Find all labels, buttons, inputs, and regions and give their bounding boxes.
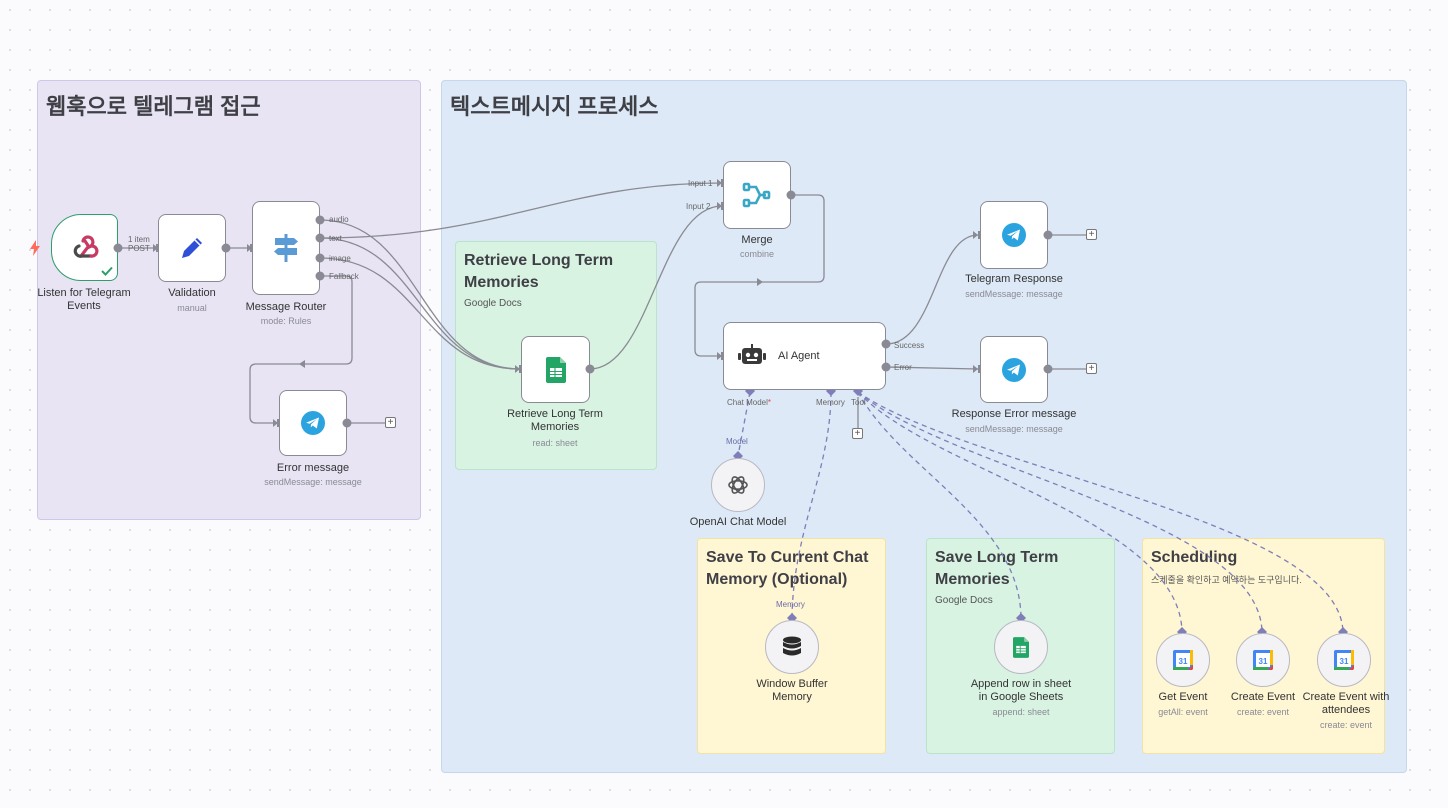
error-message-sub: sendMessage: message bbox=[264, 477, 362, 487]
telegram-response-label: Telegram Response bbox=[965, 273, 1063, 285]
sticky-title: Save Long Term Memories bbox=[935, 549, 1059, 588]
sticky-subtitle: Google Docs bbox=[935, 595, 993, 606]
webhook-icon bbox=[73, 234, 98, 258]
calendar-day: 31 bbox=[1340, 657, 1349, 666]
window-buffer-memory-label: Window Buffer Memory bbox=[756, 678, 828, 703]
google-sheets-icon bbox=[1013, 636, 1029, 658]
create-event-attendees-label: Create Event with attendees bbox=[1302, 691, 1390, 716]
openai-chat-model-label: OpenAI Chat Model bbox=[689, 516, 787, 528]
sticky-save-long-term[interactable]: Save Long Term Memories Google Docs bbox=[926, 538, 1115, 754]
signpost-icon bbox=[274, 234, 298, 262]
validation-node-sub: manual bbox=[177, 303, 207, 313]
validation-node-label: Validation bbox=[168, 287, 216, 299]
required-marker: * bbox=[767, 398, 772, 407]
telegram-icon bbox=[1002, 357, 1026, 382]
merge-input-1: Input 1 bbox=[688, 179, 713, 188]
router-output-fallback: Fallback bbox=[329, 272, 359, 281]
ai-agent-output-error: Error bbox=[894, 363, 912, 372]
get-event-label: Get Event bbox=[1158, 691, 1208, 703]
window-buffer-memory-node[interactable] bbox=[765, 620, 819, 674]
add-tool-button[interactable]: + bbox=[852, 428, 863, 439]
add-node-button[interactable]: + bbox=[1086, 229, 1097, 240]
trigger-bolt-icon bbox=[30, 240, 40, 256]
response-error-node[interactable] bbox=[980, 336, 1048, 403]
merge-sub: combine bbox=[739, 249, 775, 259]
openai-port-model: Model bbox=[726, 437, 748, 446]
message-router-label: Message Router bbox=[245, 301, 327, 313]
calendar-day: 31 bbox=[1259, 657, 1268, 666]
success-check-icon bbox=[101, 266, 113, 276]
get-event-sub: getAll: event bbox=[1158, 707, 1208, 717]
create-event-node[interactable]: 31 bbox=[1236, 633, 1290, 687]
get-event-node[interactable]: 31 bbox=[1156, 633, 1210, 687]
telegram-icon bbox=[301, 411, 325, 435]
telegram-response-node[interactable] bbox=[980, 201, 1048, 269]
sticky-title: 텍스트메시지 프로세스 bbox=[450, 94, 659, 119]
sticky-subtitle: Google Docs bbox=[464, 298, 522, 309]
ai-agent-node[interactable]: AI Agent bbox=[723, 322, 886, 390]
google-calendar-icon: 31 bbox=[1173, 650, 1193, 670]
retrieve-memories-sub: read: sheet bbox=[532, 438, 578, 448]
merge-input-2: Input 2 bbox=[686, 202, 711, 211]
merge-label: Merge bbox=[741, 234, 773, 246]
ai-agent-port-chat-model: Chat Model* bbox=[727, 398, 771, 407]
ai-agent-port-memory: Memory bbox=[816, 398, 845, 407]
sticky-title: Save To Current Chat Memory (Optional) bbox=[706, 549, 869, 588]
google-sheets-icon bbox=[545, 356, 566, 383]
error-message-label: Error message bbox=[276, 462, 350, 474]
chat-model-port-label: Chat Model bbox=[727, 398, 768, 407]
telegram-response-sub: sendMessage: message bbox=[965, 289, 1063, 299]
openai-chat-model-node[interactable] bbox=[711, 458, 765, 512]
ai-agent-port-tool: Tool bbox=[851, 398, 866, 407]
router-output-image: image bbox=[329, 254, 351, 263]
database-icon bbox=[783, 636, 801, 656]
google-calendar-icon: 31 bbox=[1253, 650, 1273, 670]
validation-node[interactable] bbox=[158, 214, 226, 282]
create-event-label: Create Event bbox=[1230, 691, 1296, 703]
add-node-button[interactable]: + bbox=[385, 417, 396, 428]
create-event-sub: create: event bbox=[1236, 707, 1290, 717]
add-node-button[interactable]: + bbox=[1086, 363, 1097, 374]
telegram-icon bbox=[1002, 223, 1026, 247]
merge-node[interactable] bbox=[723, 161, 791, 229]
sticky-title: 웹훅으로 텔레그램 접근 bbox=[46, 94, 261, 119]
pencil-icon bbox=[182, 238, 202, 258]
ai-agent-output-success: Success bbox=[894, 341, 925, 350]
merge-icon bbox=[742, 182, 771, 208]
sticky-title: Retrieve Long Term Memories bbox=[464, 252, 614, 291]
append-row-node[interactable] bbox=[994, 620, 1048, 674]
response-error-label: Response Error message bbox=[951, 408, 1077, 420]
listen-output-method: POST bbox=[128, 244, 150, 253]
google-calendar-icon: 31 bbox=[1334, 650, 1354, 670]
calendar-day: 31 bbox=[1179, 657, 1188, 666]
create-event-attendees-sub: create: event bbox=[1319, 720, 1373, 730]
router-output-text: text bbox=[329, 234, 342, 243]
router-output-audio: audio bbox=[329, 215, 349, 224]
listen-for-telegram-events-node[interactable] bbox=[51, 214, 118, 281]
response-error-sub: sendMessage: message bbox=[965, 424, 1063, 434]
retrieve-memories-label: Retrieve Long Term Memories bbox=[507, 408, 603, 433]
listen-output-badge: 1 item bbox=[128, 235, 150, 244]
robot-icon bbox=[738, 344, 766, 364]
listen-node-label: Listen for Telegram Events bbox=[37, 287, 131, 312]
create-event-attendees-node[interactable]: 31 bbox=[1317, 633, 1371, 687]
sticky-subtitle: 스케줄을 확인하고 예약하는 도구입니다. bbox=[1151, 575, 1302, 585]
append-row-label: Append row in sheet in Google Sheets bbox=[970, 678, 1072, 703]
openai-icon bbox=[728, 476, 748, 494]
sticky-webhook-group[interactable]: 웹훅으로 텔레그램 접근 bbox=[37, 80, 421, 520]
message-router-node[interactable] bbox=[252, 201, 320, 295]
retrieve-memories-node[interactable] bbox=[521, 336, 590, 403]
message-router-sub: mode: Rules bbox=[260, 316, 312, 326]
ai-agent-label: AI Agent bbox=[778, 350, 820, 362]
error-message-node[interactable] bbox=[279, 390, 347, 456]
window-buffer-port-memory: Memory bbox=[776, 600, 805, 609]
append-row-sub: append: sheet bbox=[992, 707, 1050, 717]
